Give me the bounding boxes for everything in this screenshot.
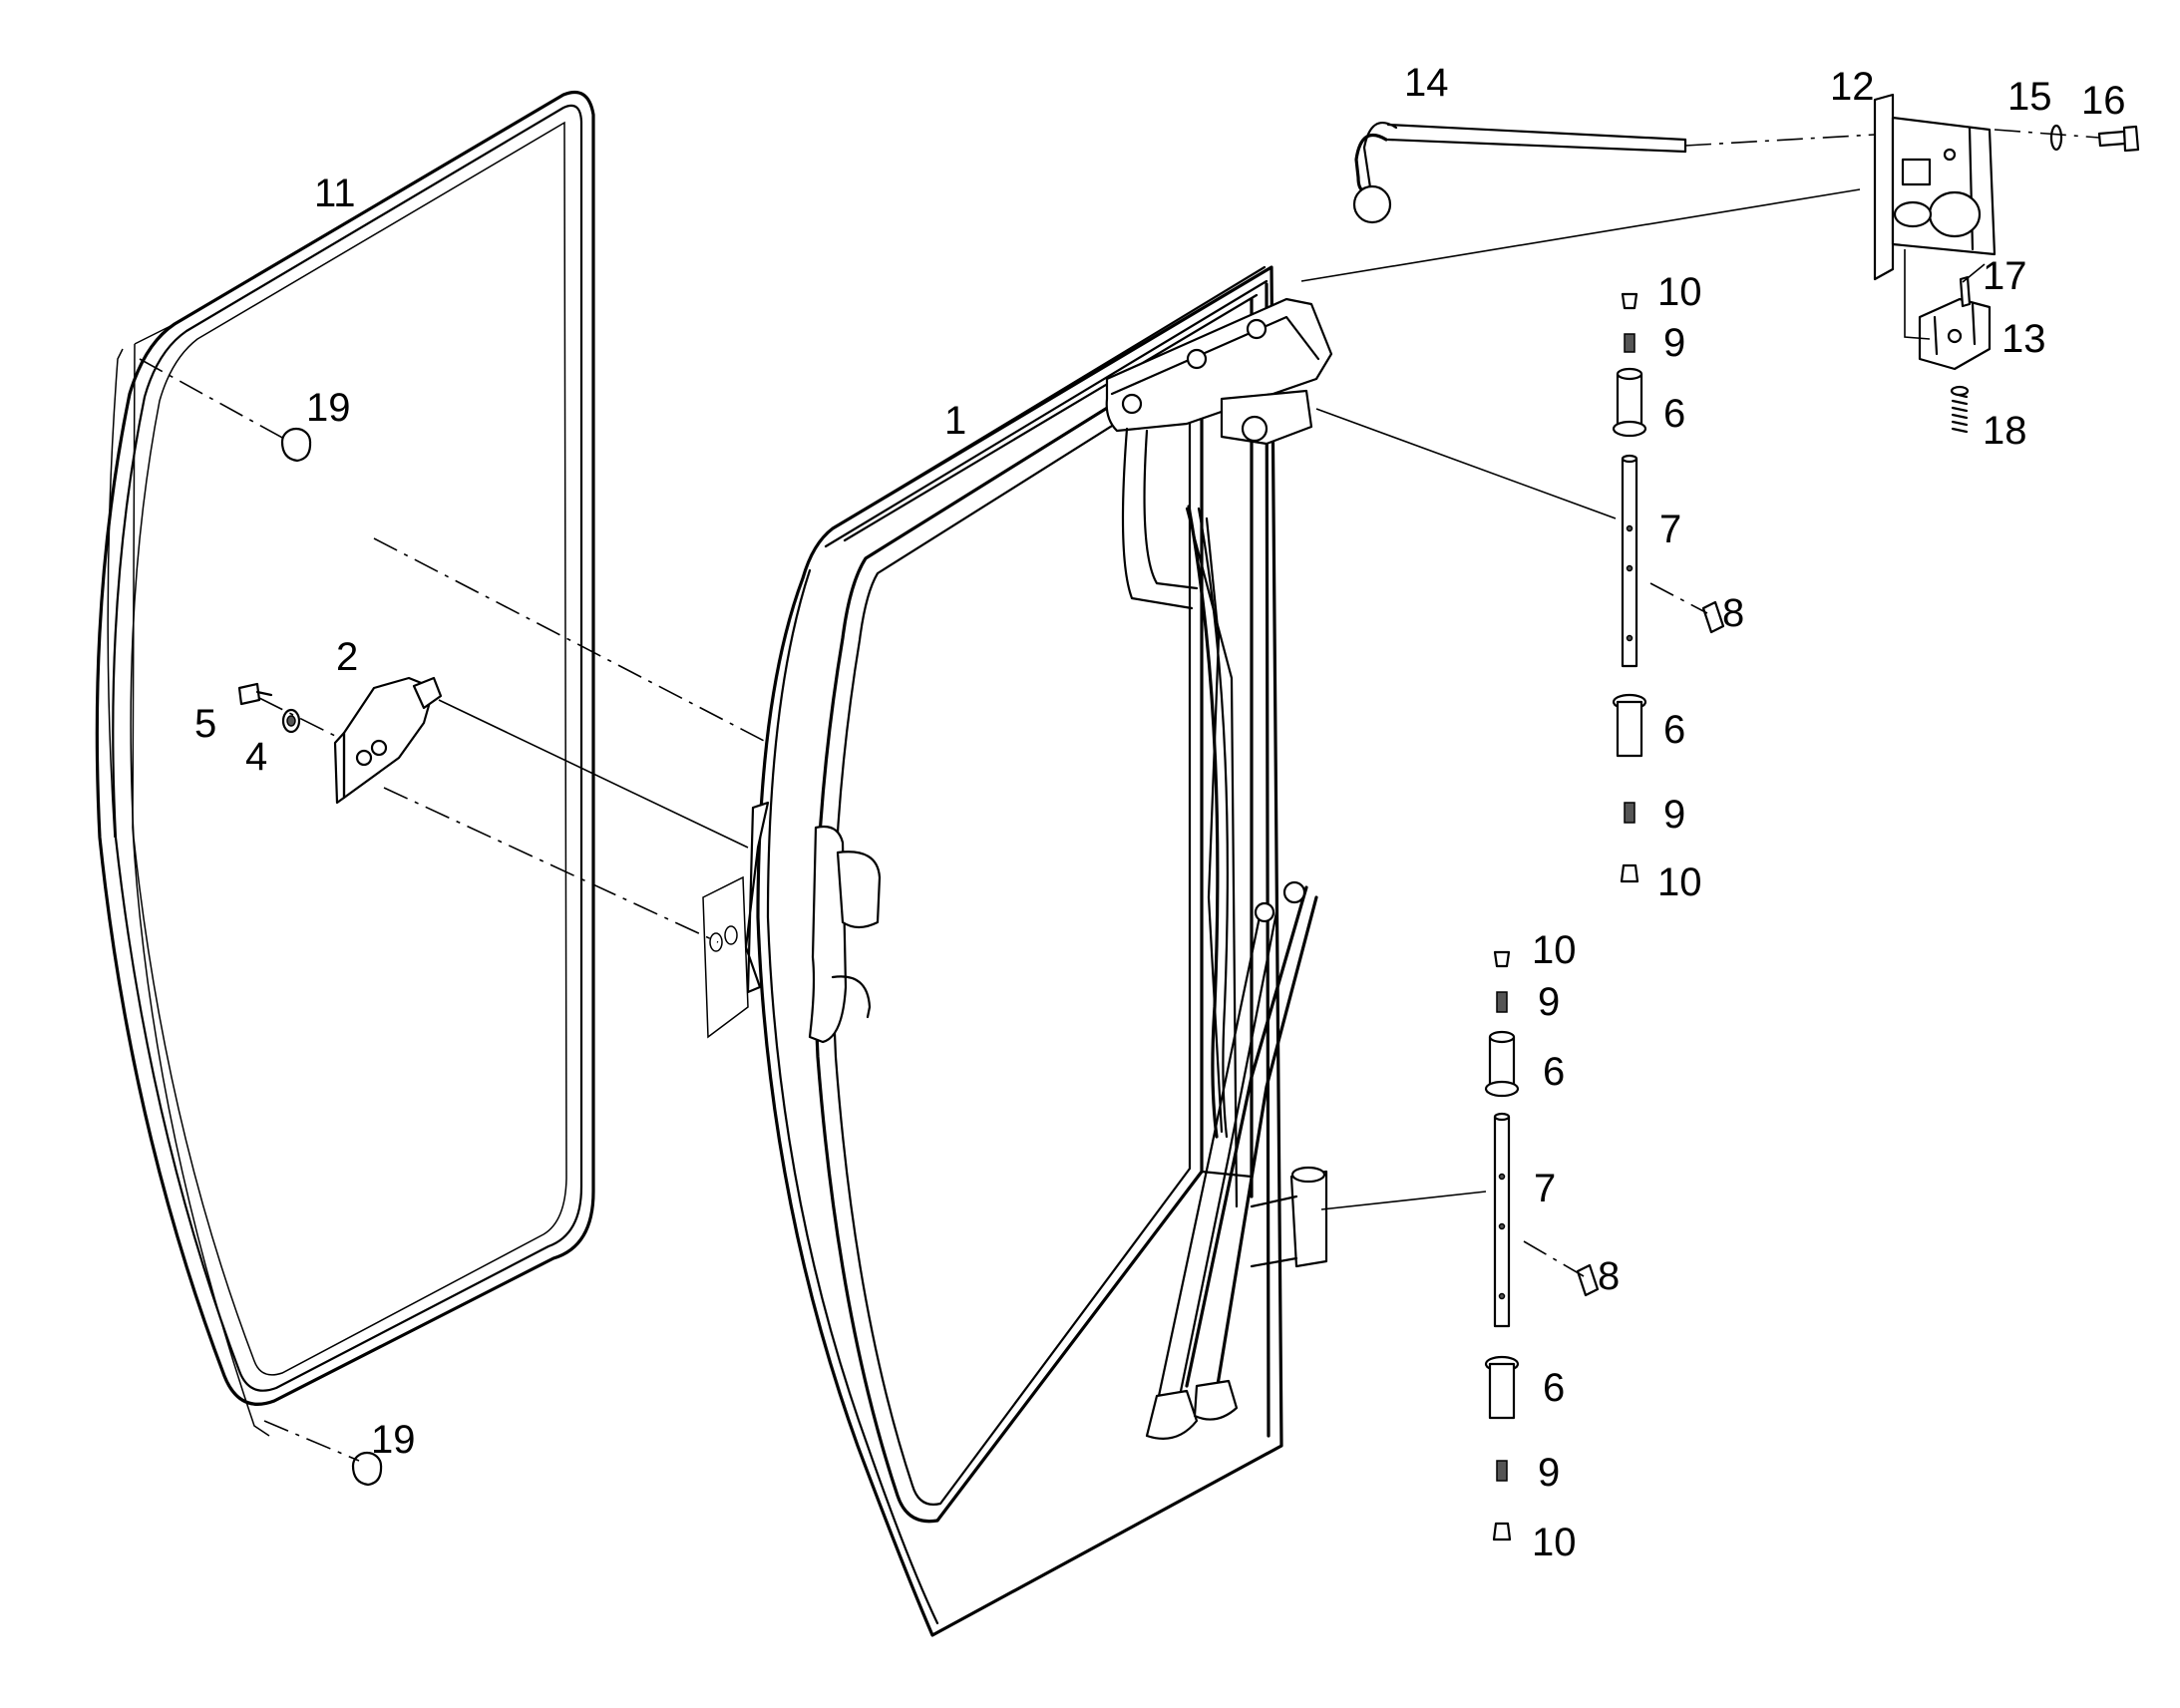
bushing-6-d (1488, 1362, 1516, 1420)
label-18: 18 (1983, 409, 2027, 453)
label-1: 1 (944, 399, 966, 443)
label-6c: 6 (1543, 1050, 1565, 1094)
door-frame (756, 265, 1283, 1637)
label-9c: 9 (1538, 980, 1560, 1024)
cap-10-d (1492, 1522, 1512, 1541)
grease-nipple-9-c (1496, 991, 1508, 1013)
label-7b: 7 (1534, 1167, 1556, 1210)
label-13: 13 (2001, 317, 2046, 361)
pin-17 (1959, 275, 1972, 308)
cap-10-a (1621, 292, 1638, 310)
label-4: 4 (245, 735, 267, 779)
latch-bracket (333, 676, 443, 805)
label-10d: 10 (1532, 1521, 1577, 1564)
label-6d: 6 (1543, 1366, 1565, 1410)
label-16: 16 (2081, 79, 2126, 123)
washer-4 (281, 708, 301, 734)
cap-10-b (1620, 863, 1639, 883)
label-11: 11 (314, 171, 356, 215)
label-8a: 8 (1722, 591, 1744, 635)
label-5: 5 (194, 702, 216, 746)
door-handle (702, 801, 882, 1044)
label-10b: 10 (1657, 860, 1702, 904)
label-17: 17 (1983, 254, 2027, 298)
cap-10-c (1493, 950, 1511, 968)
label-9b: 9 (1663, 793, 1685, 837)
bolt-5 (237, 682, 273, 706)
wiper-assembly (1145, 505, 1318, 1440)
grease-nipple-9-d (1496, 1460, 1508, 1482)
roll-pin-8-a (1701, 600, 1725, 634)
grease-nipple-9-b (1624, 802, 1635, 824)
label-19a: 19 (306, 386, 351, 430)
plug-19-bottom (351, 1451, 383, 1487)
window-glass-seal (95, 90, 595, 1437)
bushing-6-a (1616, 372, 1643, 431)
label-19b: 19 (371, 1418, 416, 1462)
label-8b: 8 (1598, 1254, 1620, 1298)
label-2: 2 (336, 635, 358, 679)
label-12: 12 (1830, 65, 1875, 109)
center-lines (139, 129, 2100, 1462)
bushing-6-b (1616, 700, 1643, 758)
catch-13 (1918, 297, 1992, 371)
label-9d: 9 (1538, 1451, 1560, 1495)
grease-nipple-9-a (1624, 333, 1635, 353)
washer-15 (2049, 124, 2063, 152)
label-10c: 10 (1532, 928, 1577, 972)
bottom-hinge (1250, 1166, 1328, 1268)
plug-19-top (280, 427, 312, 463)
label-6b: 6 (1663, 708, 1685, 752)
label-14: 14 (1404, 61, 1449, 105)
screw-16 (2097, 125, 2140, 153)
spring-18 (1950, 385, 1970, 434)
lower-pin-stack (1484, 950, 1600, 1541)
top-hinge-plate (1105, 297, 1333, 610)
roll-pin-8-b (1576, 1263, 1600, 1297)
label-10a: 10 (1657, 270, 1702, 314)
holder-bracket-12 (1873, 93, 1997, 281)
label-6a: 6 (1663, 392, 1685, 436)
label-7a: 7 (1659, 508, 1681, 551)
leader-lines (438, 188, 1986, 1210)
label-15: 15 (2007, 75, 2052, 119)
hold-open-rod (1352, 122, 1687, 224)
callout-labels: 1 2 4 5 6 6 6 6 7 7 8 8 9 9 9 9 10 10 10… (194, 61, 2126, 1564)
label-9a: 9 (1663, 321, 1685, 365)
upper-pin-stack (1612, 292, 1725, 883)
